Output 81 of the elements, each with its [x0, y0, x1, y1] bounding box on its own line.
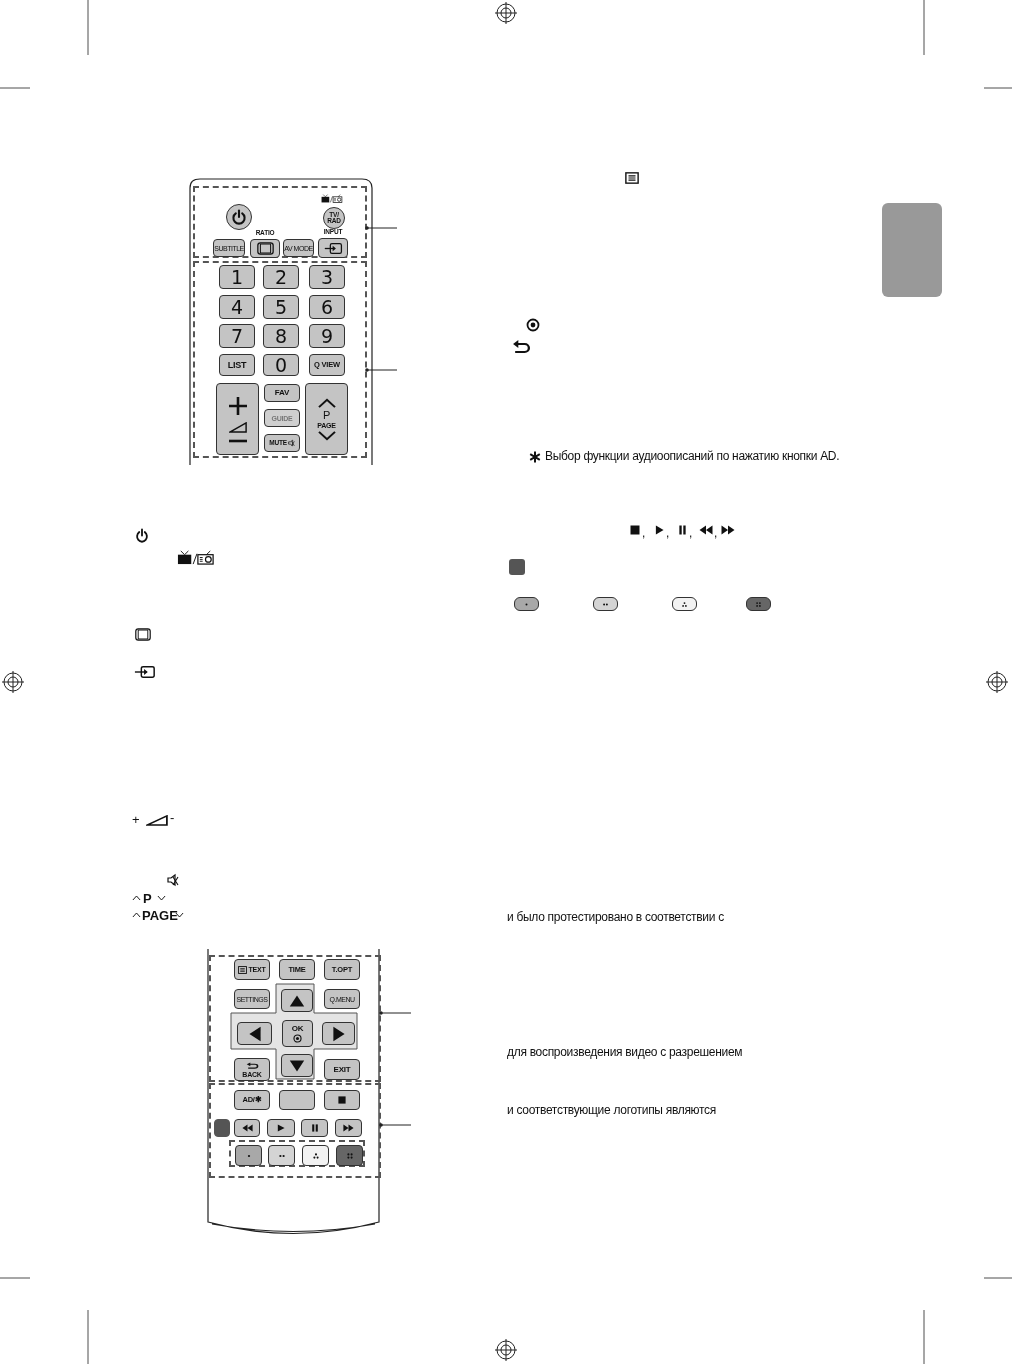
- key-label: 5: [275, 297, 287, 317]
- remote-key: [268, 1145, 295, 1166]
- remote-key: [264, 384, 300, 402]
- remote-key: [213, 239, 245, 257]
- side-tab: [882, 203, 942, 297]
- remote-key: [282, 1020, 313, 1047]
- key-label: PAGE: [142, 909, 178, 922]
- remote-key: [219, 324, 255, 348]
- remote-key: [264, 434, 300, 452]
- remote-key: [263, 265, 299, 289]
- remote-key: [324, 959, 360, 980]
- remote-key: [309, 354, 345, 376]
- separator: ,: [642, 527, 646, 539]
- symbol-label: +: [132, 813, 140, 826]
- remote-key: [279, 1090, 315, 1110]
- text-line: и было протестировано в соответствии с: [507, 911, 724, 923]
- symbol-label: -: [170, 811, 175, 824]
- remote-key: [336, 1145, 363, 1166]
- footnote: Выбор функции аудиоописаний по нажатию кнопки AD.: [545, 450, 840, 462]
- remote-key: [309, 295, 345, 319]
- remote-key: [309, 265, 345, 289]
- remote-key: [302, 1145, 329, 1166]
- key-label: LIST: [227, 360, 247, 370]
- remote-key: [235, 1145, 262, 1166]
- text-line: для воспроизведения видео с разрешением: [507, 1046, 743, 1058]
- remote-key: [281, 989, 313, 1012]
- key-label: 9: [321, 326, 333, 346]
- text-line: и соответствующие логотипы являются: [507, 1104, 716, 1116]
- remote-key: [237, 1022, 272, 1045]
- key-label: 0: [275, 355, 287, 375]
- remote-key: [234, 989, 270, 1009]
- key-label: 3: [321, 267, 333, 287]
- leader-line: [365, 368, 398, 372]
- remote-key: [305, 383, 348, 455]
- key-label: OK: [291, 1024, 304, 1033]
- remote-key: [219, 354, 255, 376]
- remote-key: [324, 1090, 360, 1110]
- key-label: 7: [231, 326, 243, 346]
- remote-key: [263, 354, 299, 376]
- leader-line: [379, 1123, 412, 1127]
- remote-key: [267, 1119, 295, 1137]
- leader-line: [379, 1011, 412, 1015]
- remote-key: [335, 1119, 362, 1137]
- remote-key: [214, 1119, 230, 1137]
- key-label: 6: [321, 297, 333, 317]
- remote-key: [279, 959, 315, 980]
- key-label: EXIT: [333, 1065, 351, 1074]
- remote-key: [219, 265, 255, 289]
- separator: ,: [666, 527, 670, 539]
- remote-key: [309, 324, 345, 348]
- remote-key: [301, 1119, 328, 1137]
- button-group-outline: [209, 1083, 381, 1178]
- key-label: 4: [231, 297, 243, 317]
- key-label: 1: [231, 267, 243, 287]
- key-label: 2: [275, 267, 287, 287]
- remote-key: [219, 295, 255, 319]
- remote-key: [281, 1054, 313, 1077]
- remote-key: [234, 959, 270, 980]
- separator: ,: [689, 527, 693, 539]
- leader-line: [365, 226, 398, 230]
- remote-key: [283, 239, 314, 257]
- remote-key: [263, 295, 299, 319]
- remote-key: [234, 1119, 260, 1137]
- remote-key: [322, 1022, 355, 1045]
- remote-key: [216, 383, 259, 455]
- button-group-outline: [209, 955, 381, 1082]
- key-label: P: [143, 892, 152, 905]
- button-group-outline: [193, 261, 367, 458]
- key-label: P: [322, 409, 331, 421]
- separator: ,: [714, 527, 718, 539]
- key-label: 8: [275, 326, 287, 346]
- remote-key: [324, 1059, 360, 1080]
- remote-key: [263, 324, 299, 348]
- remote-key: [234, 1058, 270, 1081]
- remote-key: [234, 1090, 270, 1110]
- round-key: [226, 204, 252, 230]
- key-label: FAV: [274, 389, 290, 397]
- remote-key: [324, 989, 360, 1009]
- button-group-outline: [193, 186, 367, 258]
- button-group-outline: [229, 1140, 365, 1167]
- remote-key: [264, 409, 300, 427]
